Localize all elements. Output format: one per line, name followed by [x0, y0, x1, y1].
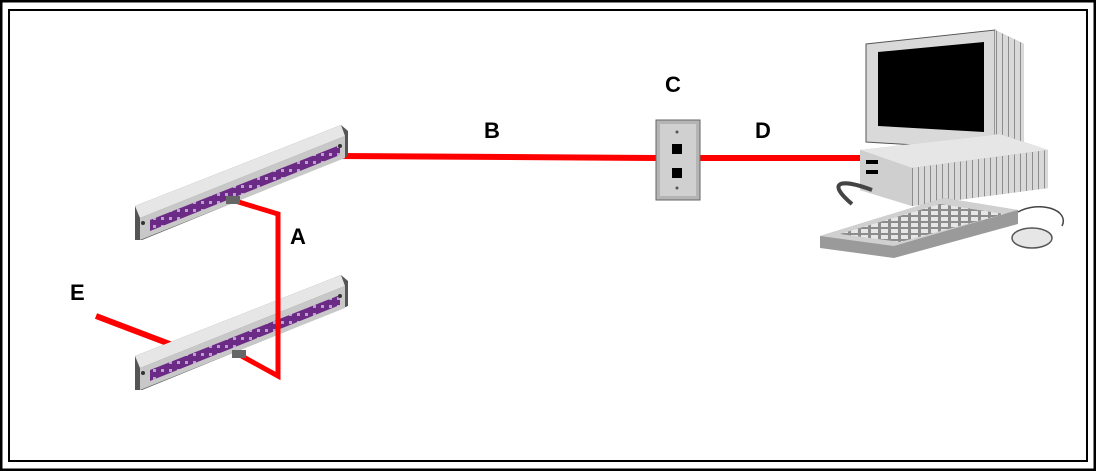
- patch-panel-lower: [135, 275, 348, 390]
- patch-panel-upper: [135, 125, 348, 240]
- label-d: D: [755, 118, 771, 143]
- label-b: B: [484, 118, 500, 143]
- cable-e: [94, 313, 177, 349]
- patch-cord-a: [226, 196, 281, 381]
- keyboard-keys: [840, 204, 1004, 242]
- cable-b: [337, 153, 661, 161]
- wall-outlet: [655, 119, 701, 201]
- label-e: E: [70, 280, 85, 305]
- label-a: A: [290, 224, 306, 249]
- label-c: C: [665, 72, 681, 97]
- monitor-screen: [878, 42, 984, 132]
- patch-panel-ports: [150, 145, 340, 231]
- desktop-computer: [820, 29, 1065, 258]
- patch-panel-ports: [150, 295, 340, 381]
